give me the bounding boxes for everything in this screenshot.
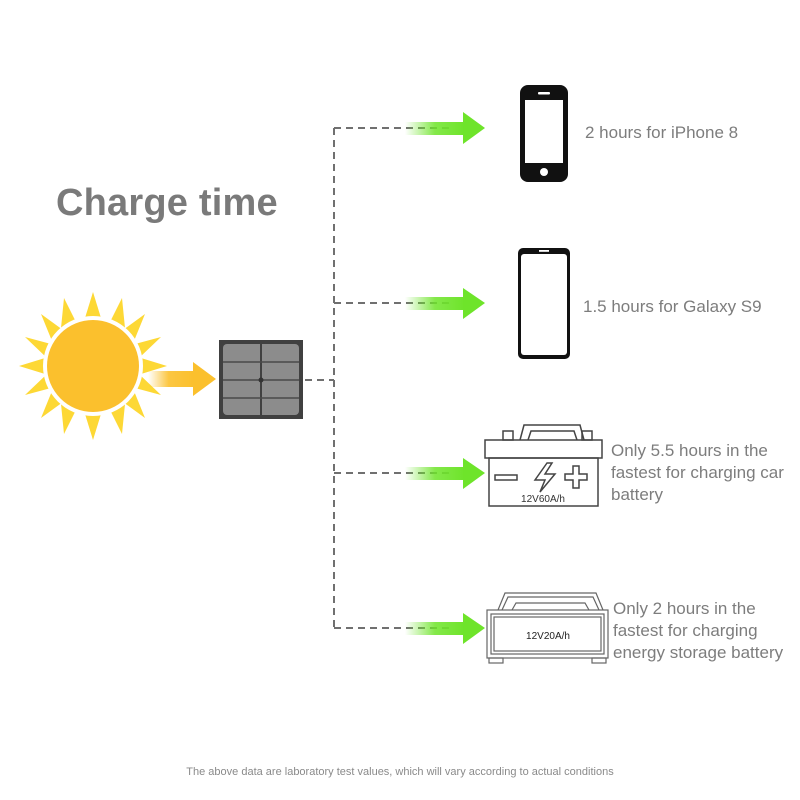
device-label-iphone: 2 hours for iPhone 8 <box>585 123 739 142</box>
green-arrow-4 <box>405 613 485 644</box>
dashed-connectors <box>305 127 450 629</box>
green-arrow-3 <box>405 458 485 489</box>
label-line: Only 5.5 hours in the <box>611 441 768 460</box>
label-line: Only 2 hours in the <box>613 599 756 618</box>
green-arrow-2 <box>405 288 485 319</box>
device-label-galaxy: 1.5 hours for Galaxy S9 <box>583 297 762 316</box>
solar-panel-icon <box>219 340 303 419</box>
galaxy-phone-icon <box>518 248 570 359</box>
device-label-storage-battery: Only 2 hours in the fastest for charging… <box>613 598 783 664</box>
label-line: fastest for charging <box>613 621 758 640</box>
sun-icon <box>19 292 167 440</box>
storage-battery-icon <box>486 592 609 664</box>
page-title: Charge time <box>56 182 278 224</box>
car-battery-rating: 12V60A/h <box>521 494 565 505</box>
disclaimer-footer: The above data are laboratory test value… <box>186 766 614 778</box>
device-label-car-battery: Only 5.5 hours in the fastest for chargi… <box>611 440 784 506</box>
green-arrow-1 <box>405 112 485 144</box>
sun-to-panel-arrow <box>148 362 216 396</box>
storage-battery-rating: 12V20A/h <box>526 631 570 642</box>
car-battery-icon <box>484 424 603 507</box>
iphone-icon <box>520 85 568 182</box>
label-line: fastest for charging car <box>611 463 784 482</box>
label-line: energy storage battery <box>613 643 784 662</box>
label-line: battery <box>611 485 663 504</box>
